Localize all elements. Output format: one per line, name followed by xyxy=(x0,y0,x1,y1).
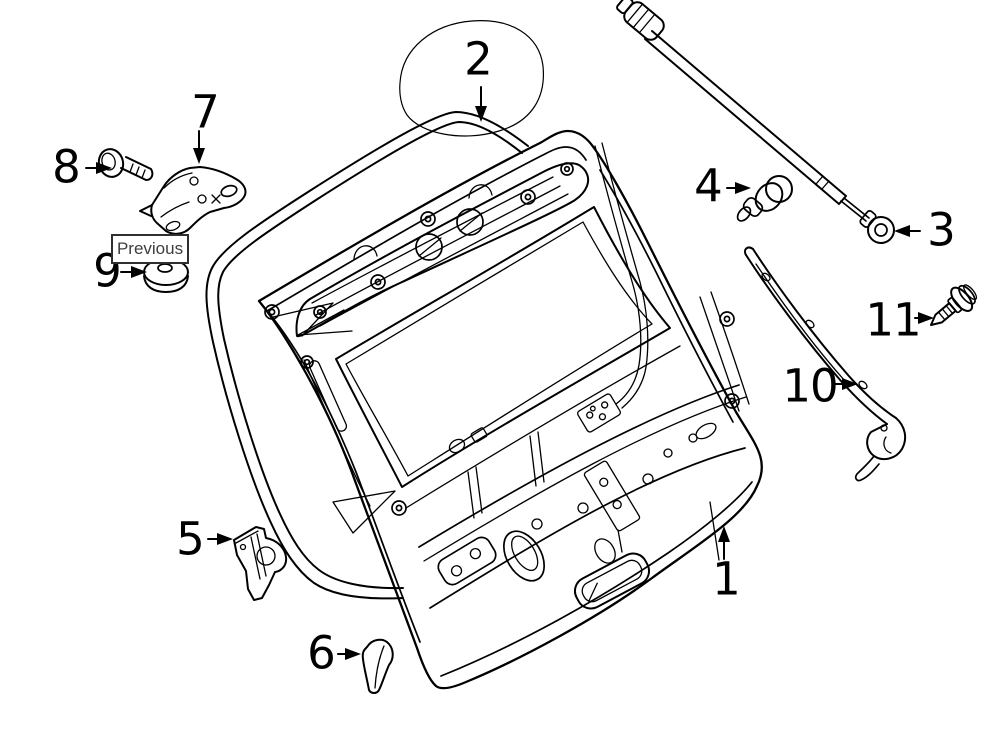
callout-8[interactable]: 8 xyxy=(52,140,81,194)
bolt-drawing xyxy=(97,148,154,181)
callout-4[interactable]: 4 xyxy=(694,159,723,213)
callout-arrow-2 xyxy=(475,86,487,122)
callout-arrow-6 xyxy=(337,648,361,660)
callout-arrow-8 xyxy=(85,162,112,174)
callout-arrow-11 xyxy=(914,312,934,324)
latch-striker-drawing xyxy=(437,530,616,586)
callout-3[interactable]: 3 xyxy=(927,203,956,257)
pillar-molding-drawing xyxy=(743,246,907,482)
callout-2[interactable]: 2 xyxy=(464,32,493,86)
callout-arrow-7 xyxy=(193,130,205,164)
callout-5[interactable]: 5 xyxy=(176,512,205,566)
striker-bracket-drawing xyxy=(233,526,288,601)
previous-button[interactable]: Previous xyxy=(111,234,189,264)
callout-1[interactable]: 1 xyxy=(712,552,741,606)
callout-7[interactable]: 7 xyxy=(191,85,220,139)
liftgate-panel-drawing xyxy=(257,129,763,690)
callout-arrow-10 xyxy=(833,378,858,390)
wiring-harness-drawing xyxy=(448,142,649,454)
gas-strut-drawing xyxy=(616,0,895,244)
callout-11[interactable]: 11 xyxy=(865,293,921,347)
weatherstrip-seal-drawing xyxy=(205,111,529,600)
callout-arrow-3 xyxy=(894,225,921,237)
window-frame-slot xyxy=(308,360,348,432)
callout-6[interactable]: 6 xyxy=(307,626,336,680)
ball-stud-drawing xyxy=(736,175,793,222)
hinge-drawing xyxy=(139,166,247,235)
handle-recess-drawing xyxy=(573,552,651,610)
spoiler-reinforcement-drawing xyxy=(264,162,590,369)
callout-10[interactable]: 10 xyxy=(782,359,838,413)
inner-panel-drawing xyxy=(405,345,747,562)
annotation-circle xyxy=(399,20,545,137)
callout-arrow-1 xyxy=(718,526,730,560)
callout-arrow-4 xyxy=(726,182,751,194)
callout-arrows xyxy=(85,86,934,660)
window-opening-drawing xyxy=(303,206,750,534)
callout-arrow-5 xyxy=(207,533,233,545)
callout-arrow-9 xyxy=(120,266,147,278)
stop-bumper-drawing xyxy=(361,638,394,694)
push-pin-drawing xyxy=(930,284,978,326)
